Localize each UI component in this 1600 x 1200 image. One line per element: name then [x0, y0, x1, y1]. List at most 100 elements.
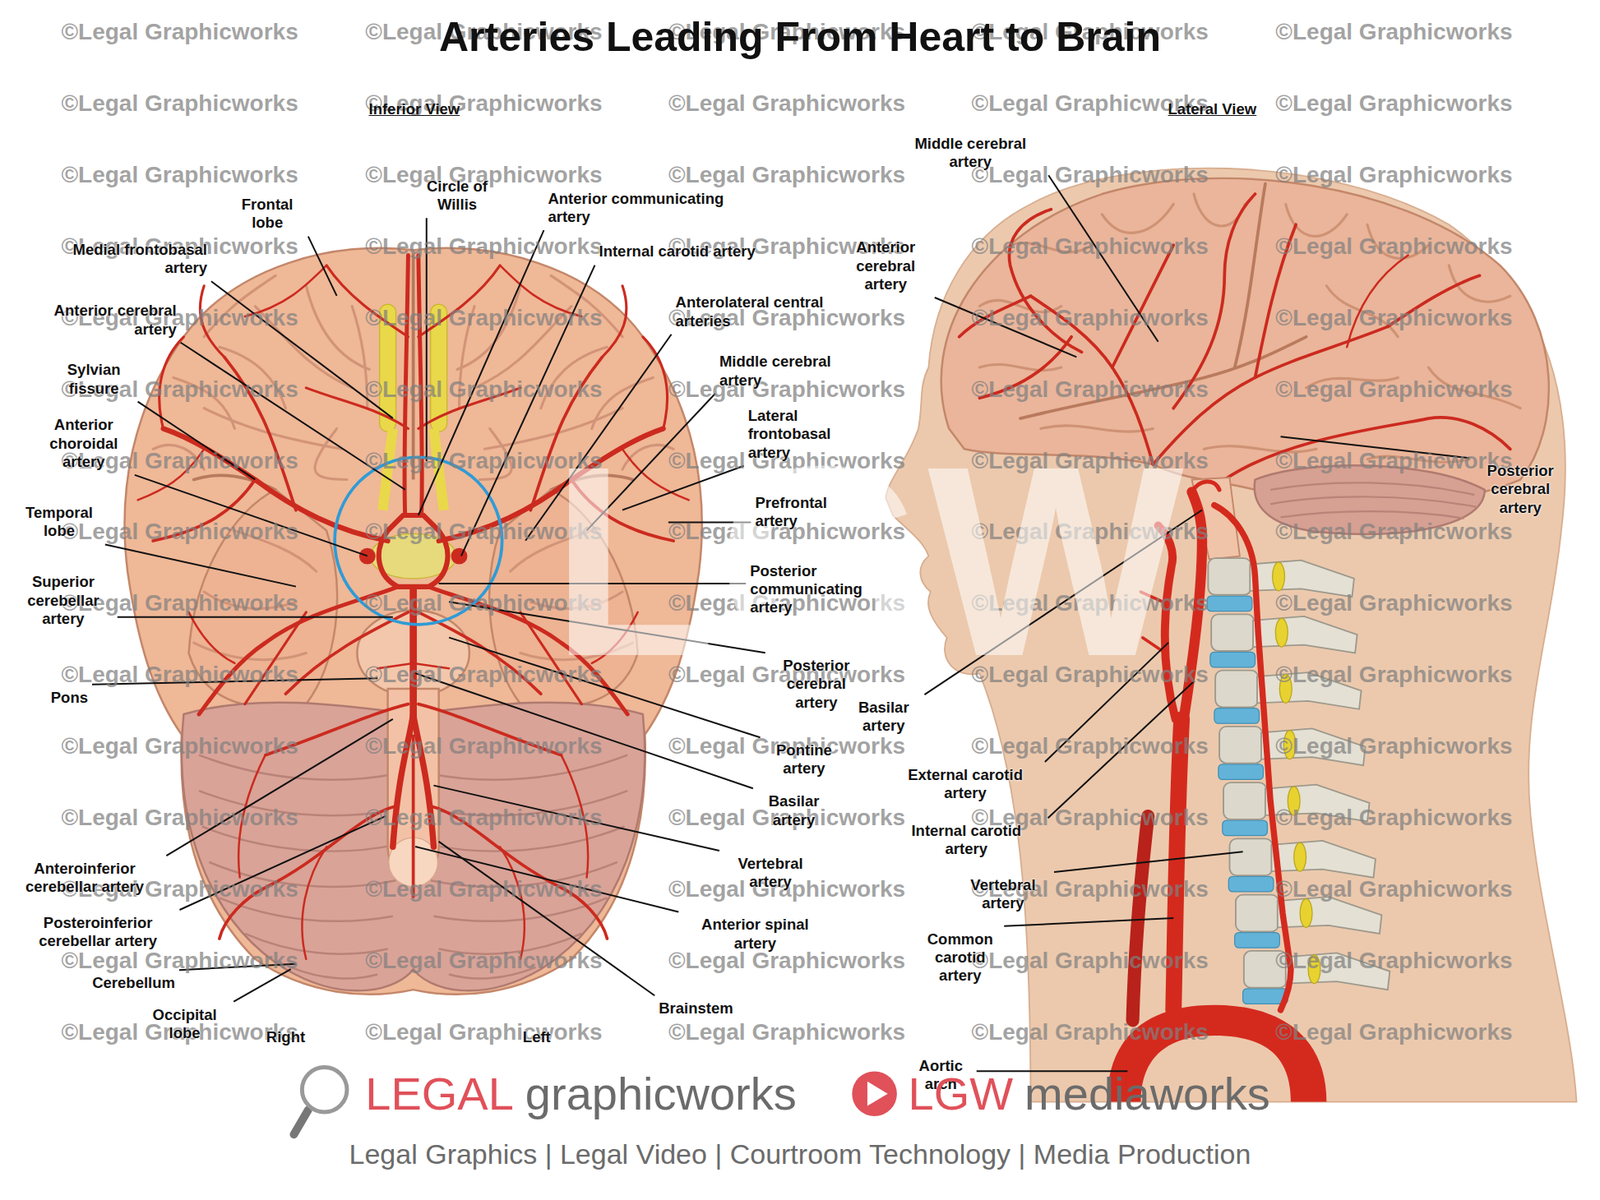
watermark: ©Legal Graphicworks — [1275, 89, 1513, 118]
watermark: ©Legal Graphicworks — [365, 375, 602, 404]
anatomy-label: Posteroinferior cerebellar artery — [20, 914, 176, 951]
leader-line — [117, 616, 394, 619]
anatomy-label: Medial frontobasal artery — [28, 240, 208, 278]
anatomy-label: Anterior cerebral artery — [841, 238, 931, 294]
watermark: ©Legal Graphicworks — [971, 375, 1209, 404]
watermark: ©Legal Graphicworks — [60, 947, 298, 976]
anatomy-label: Brainstem — [658, 999, 733, 1018]
watermark: ©Legal Graphicworks — [1275, 517, 1513, 546]
logo-icons — [293, 1067, 897, 1135]
gyri — [314, 429, 347, 481]
gyri — [979, 364, 1061, 370]
leader-line — [1054, 851, 1244, 873]
watermark: ©Legal Graphicworks — [60, 89, 298, 118]
tagline: Legal Graphics | Legal Video | Courtroom… — [349, 1137, 1252, 1172]
anatomy-label: Posterior cerebral artery — [769, 656, 864, 713]
anatomy-label: Anteroinferior cerebellar artery — [7, 860, 163, 897]
side-label: Left — [522, 1028, 551, 1047]
watermark: ©Legal Graphicworks — [1275, 375, 1513, 404]
cervical-spine — [1206, 558, 1390, 1004]
neck-arteries — [1192, 481, 1221, 492]
watermark: ©Legal Graphicworks — [365, 732, 602, 761]
arteries — [359, 548, 376, 565]
leader-line — [1003, 918, 1174, 927]
watermark: ©Legal Graphicworks — [1275, 947, 1513, 976]
watermark: ©Legal Graphicworks — [971, 161, 1209, 190]
cerebral-arteries — [1346, 255, 1408, 348]
anatomy-label: Anterolateral central arteries — [675, 293, 834, 330]
watermark: ©Legal Graphicworks — [365, 304, 602, 333]
anatomy-label: Anterior spinal artery — [682, 915, 828, 953]
watermark: ©Legal Graphicworks — [365, 947, 602, 976]
brand-name: LGW — [908, 1068, 1014, 1120]
cerebellum-folia — [1270, 496, 1478, 508]
anatomy-label: Posterior communicating artery — [749, 562, 883, 618]
anatomy-label: Frontal lobe — [230, 195, 304, 232]
interhemispheric-fissure — [411, 253, 416, 481]
anatomy-label: Occipital lobe — [139, 1006, 230, 1043]
watermark: ©Legal Graphicworks — [1275, 661, 1513, 690]
logo-icons — [867, 1082, 888, 1107]
anatomy-label: Anterior cerebral artery — [13, 301, 177, 338]
watermark: ©Legal Graphicworks — [1275, 875, 1513, 904]
anatomy-label: Middle cerebral artery — [719, 352, 868, 389]
anatomy-label: Basilar artery — [757, 792, 831, 829]
brand-name: mediaworks — [1024, 1068, 1271, 1120]
watermark: ©Legal Graphicworks — [1275, 589, 1513, 618]
logo-icons — [851, 1071, 898, 1117]
cervical-spine — [1210, 614, 1358, 668]
watermark: ©Legal Graphicworks — [60, 517, 298, 546]
watermark: ©Legal Graphicworks — [971, 1018, 1209, 1047]
watermark: ©Legal Graphicworks — [1275, 1018, 1513, 1047]
logo-icons — [301, 1067, 347, 1113]
cerebellum-folia — [198, 755, 398, 980]
watermark: ©Legal Graphicworks — [60, 161, 298, 190]
arteries — [301, 846, 327, 960]
anatomy-label: Temporal lobe — [17, 504, 102, 541]
anatomy-label: Sylvian fissure — [54, 360, 135, 398]
gyri — [305, 286, 370, 370]
watermark: ©Legal Graphicworks — [60, 732, 298, 761]
anatomy-label: Basilar artery — [846, 698, 921, 736]
anatomy-label: External carotid artery — [889, 766, 1041, 803]
watermark: ©Legal Graphicworks — [1275, 447, 1513, 476]
gyri — [1234, 184, 1266, 368]
watermark: ©Legal Graphicworks — [1275, 161, 1513, 190]
view-heading: Lateral View — [1168, 100, 1258, 119]
brand-name: LEGAL — [365, 1068, 514, 1120]
neck-arteries — [1132, 816, 1149, 1021]
anatomy-label: Pontine artery — [764, 741, 845, 778]
arteries — [189, 612, 236, 664]
title: Arteries Leading From Heart to Brain — [439, 12, 1161, 62]
gyri — [152, 275, 370, 708]
watermark: ©Legal Graphicworks — [1275, 18, 1513, 47]
leader-line — [105, 544, 296, 587]
watermark: ©Legal Graphicworks — [60, 661, 298, 690]
watermark: ©Legal Graphicworks — [971, 232, 1209, 261]
watermark: ©Legal Graphicworks — [1275, 304, 1513, 333]
watermark: ©Legal Graphicworks — [365, 232, 602, 261]
anatomy-label: Cerebellum — [92, 974, 176, 993]
anatomy-label: Internal carotid artery — [888, 822, 1045, 859]
anatomy-label: Anterior choroidal artery — [36, 416, 131, 472]
leader-line — [308, 236, 338, 296]
watermark: ©Legal Graphicworks — [668, 89, 906, 118]
view-heading: Inferior View — [369, 100, 461, 119]
watermark: ©Legal Graphicworks — [668, 947, 906, 976]
anatomy-label: Vertebral artery — [956, 876, 1050, 913]
gyri — [1101, 203, 1174, 233]
watermark: ©Legal Graphicworks — [668, 375, 906, 404]
arteries — [245, 612, 306, 705]
watermark: ©Legal Graphicworks — [971, 947, 1209, 976]
anatomy-label: Posterior cerebral artery — [1473, 462, 1568, 518]
anatomy-label: Middle cerebral artery — [896, 134, 1045, 172]
watermark: ©Legal Graphicworks — [365, 1018, 602, 1047]
cerebral-arteries — [1008, 209, 1082, 353]
watermark: ©Legal Graphicworks — [365, 875, 602, 904]
watermark: ©Legal Graphicworks — [365, 804, 602, 833]
watermark-logo: LGW — [550, 425, 1184, 698]
watermark: ©Legal Graphicworks — [971, 304, 1209, 333]
cerebellum-folia — [291, 967, 378, 980]
gyri — [1285, 203, 1347, 236]
